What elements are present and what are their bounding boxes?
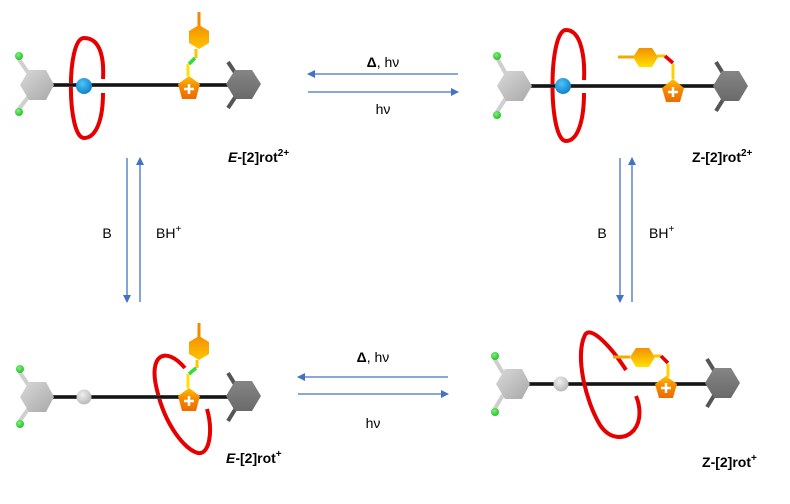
isomer-prefix: Z [692, 149, 701, 165]
right-stopper [705, 357, 740, 409]
macrocycle-ring [578, 330, 642, 439]
label-right-down: B [597, 225, 606, 241]
green-tip-icon [15, 52, 23, 60]
condition-text: , hν [367, 349, 390, 365]
blue-station [76, 78, 92, 94]
delta-symbol: Δ [367, 54, 377, 70]
charge-superscript: + [276, 449, 282, 460]
base-text: BH [156, 225, 175, 241]
species-core: -[2]rot [237, 149, 278, 165]
species-label-e-rot-plus: E-[2]rot+ [226, 449, 282, 466]
molecule-e-rot-2plus [15, 12, 261, 140]
green-tip-icon [493, 111, 501, 119]
azobenzene-z [618, 48, 675, 79]
plus-icon [661, 383, 671, 393]
label-top-reverse: Δ, hν [367, 54, 400, 70]
macrocycle-ring-back [68, 36, 85, 140]
charge-superscript: + [751, 453, 757, 464]
condition-text: , hν [377, 54, 400, 70]
charge-superscript: 2+ [278, 148, 290, 159]
axle [40, 83, 245, 87]
green-tip-icon [493, 52, 501, 60]
plus-icon [668, 87, 678, 97]
label-bottom-forward: hν [366, 415, 381, 431]
azobenzene-e [186, 323, 209, 388]
label-top-forward: hν [376, 101, 391, 117]
plus-icon [184, 396, 194, 406]
left-stopper [493, 52, 532, 119]
axle [40, 395, 245, 399]
species-label-z-rot-2plus: Z-[2]rot2+ [692, 148, 753, 165]
isomer-prefix: E [226, 450, 236, 466]
green-tip-icon [16, 420, 24, 428]
pyridinium-station [662, 79, 684, 102]
pyridinium-station [178, 388, 200, 411]
label-left-down: B [102, 225, 111, 241]
grey-station [76, 389, 92, 405]
azobenzene-z [613, 348, 670, 377]
molecule-e-rot-plus [16, 323, 261, 455]
isomer-prefix: Z [702, 454, 711, 470]
macrocycle-ring-back [152, 353, 212, 455]
grey-station [553, 376, 569, 392]
macrocycle-ring-front [565, 28, 587, 143]
label-bottom-reverse: Δ, hν [357, 349, 390, 365]
left-stopper [16, 365, 54, 428]
green-tip-icon [15, 108, 23, 116]
axle [520, 84, 730, 88]
label-right-up: BH+ [649, 224, 674, 241]
species-core: -[2]rot [711, 454, 752, 470]
axle [515, 382, 725, 386]
macrocycle-ring-front [83, 36, 106, 140]
label-left-up: BH+ [156, 224, 181, 241]
green-tip-icon [16, 365, 24, 373]
pyridinium-station [655, 376, 677, 398]
arrows [123, 70, 636, 398]
pyridinium-station [178, 76, 200, 99]
superscript: + [668, 224, 674, 235]
molecule-z-rot-2plus [493, 28, 748, 143]
right-stopper [713, 60, 748, 113]
charge-superscript: 2+ [741, 148, 753, 159]
species-core: -[2]rot [701, 149, 742, 165]
base-text: BH [649, 225, 668, 241]
right-stopper [226, 60, 261, 110]
species-label-z-rot-plus: Z-[2]rot+ [702, 453, 757, 470]
left-stopper [491, 352, 530, 416]
green-tip-icon [491, 408, 499, 416]
delta-symbol: Δ [357, 349, 367, 365]
right-stopper [226, 371, 261, 423]
left-stopper [15, 52, 54, 116]
species-label-e-rot-2plus: E-[2]rot2+ [228, 148, 289, 165]
superscript: + [175, 224, 181, 235]
species-core: -[2]rot [235, 450, 276, 466]
blue-station [555, 78, 571, 94]
plus-icon [184, 84, 194, 94]
green-tip-icon [491, 352, 499, 360]
molecule-z-rot-plus [491, 330, 740, 439]
azobenzene-e [186, 12, 209, 76]
isomer-prefix: E [228, 149, 238, 165]
